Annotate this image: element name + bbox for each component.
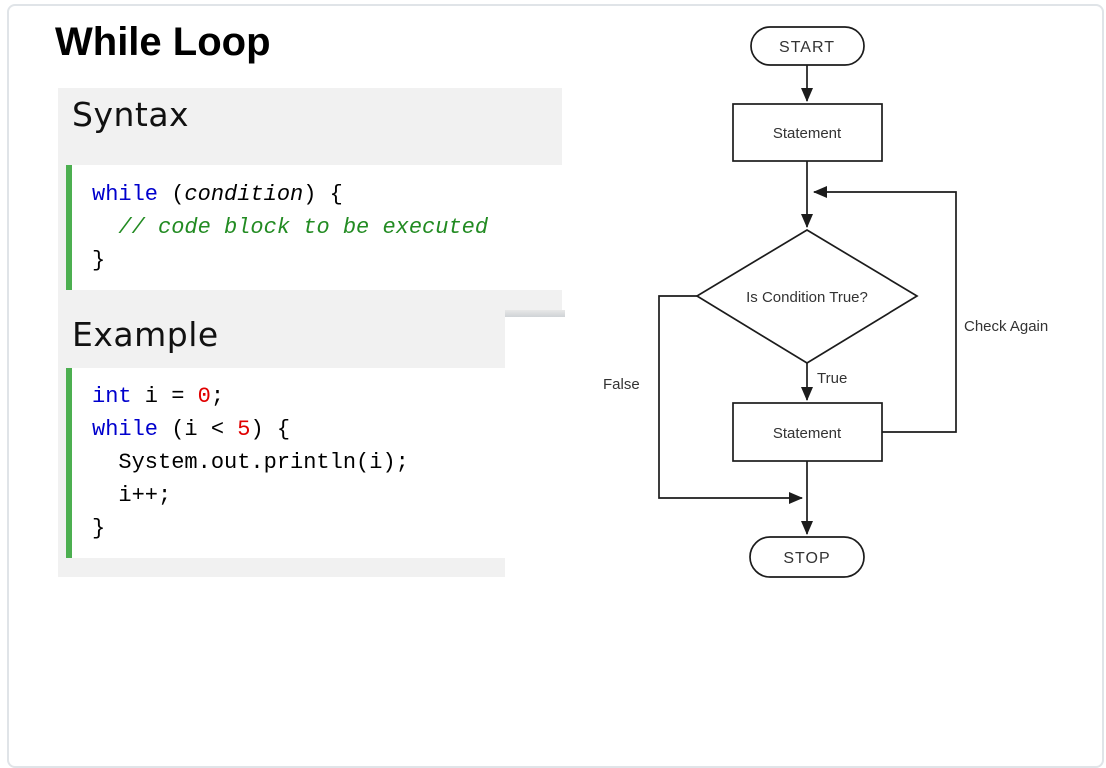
false-path — [658, 295, 803, 504]
code-line: while (i < 5) { — [92, 417, 291, 442]
true-label: True — [817, 370, 847, 387]
code-line: i++; — [92, 483, 172, 508]
decision-diamond — [695, 229, 919, 364]
syntax-section: Syntax while (condition) { // code block… — [58, 88, 562, 310]
horizontal-scrollbar[interactable] — [505, 310, 565, 317]
example-section: Example int i = 0; while (i < 5) { System… — [58, 308, 505, 577]
false-label: False — [603, 376, 640, 393]
syntax-heading: Syntax — [72, 95, 190, 134]
statement2-label: Statement — [773, 425, 842, 442]
example-code-block: int i = 0; while (i < 5) { System.out.pri… — [66, 368, 505, 558]
statement1-label: Statement — [773, 125, 842, 142]
check-again-label: Check Again — [964, 318, 1048, 335]
decision-label: Is Condition True? — [746, 289, 868, 306]
code-line: // code block to be executed — [118, 215, 489, 240]
code-line: } — [92, 516, 106, 541]
stop-terminator — [749, 536, 865, 578]
statement2-box — [732, 402, 883, 462]
start-label: START — [779, 39, 835, 56]
code-line: } — [92, 248, 106, 273]
example-heading: Example — [72, 315, 219, 354]
code-line: int i = 0; — [92, 384, 225, 409]
syntax-code-block: while (condition) { // code block to be … — [66, 165, 562, 290]
start-terminator — [750, 26, 865, 66]
while-loop-flowchart: START Statement Is Condition True? True … — [603, 26, 1048, 578]
check-again-path — [813, 186, 957, 433]
stop-label: STOP — [783, 550, 830, 567]
statement1-box — [732, 103, 883, 162]
page: While Loop Syntax while (condition) { //… — [7, 4, 1104, 768]
page-title: While Loop — [55, 20, 271, 64]
code-line: while (condition) { — [92, 182, 343, 207]
code-line: System.out.println(i); — [92, 450, 409, 475]
